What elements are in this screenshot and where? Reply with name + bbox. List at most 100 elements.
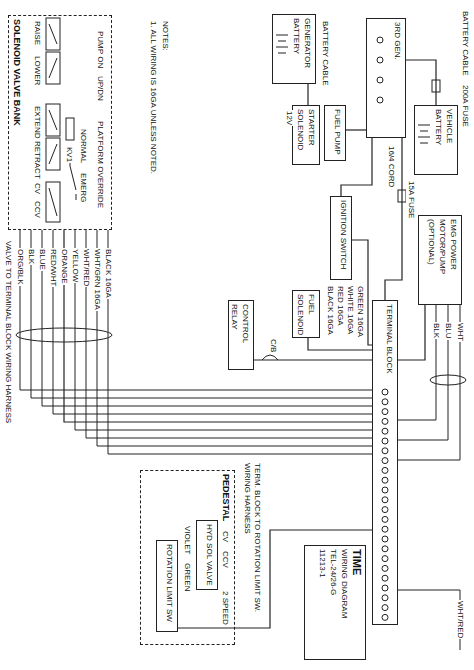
- wire-label: ORG/BLK: [15, 248, 25, 286]
- wire-label: PLATFORM OVERRIDE: [95, 120, 105, 209]
- wire-label: EMERG: [78, 172, 88, 203]
- battery-symbol: [418, 125, 430, 143]
- component-box: ROTATION LIMIT SW: [156, 540, 178, 632]
- terminal-screw: [382, 546, 388, 552]
- wire-label: GREEN: [182, 562, 192, 592]
- box-heading: FUEL SOLENOID: [295, 294, 317, 335]
- terminal-screw: [382, 477, 388, 483]
- wire-label: WHITE 16GA: [345, 285, 355, 335]
- wire-label: CV: [32, 182, 42, 195]
- wire-connector: [254, 359, 372, 360]
- wire-label: YELLOW: [70, 248, 80, 283]
- wire-label: RED 16GA: [335, 285, 345, 327]
- wire: [31, 230, 372, 398]
- battery-symbol: [276, 35, 288, 53]
- component-box: EMG POWER MOTOR/PUMP (OPTIONAL): [418, 215, 462, 305]
- pin-symbol: [377, 77, 383, 83]
- wire-label: NORMAL: [78, 128, 88, 164]
- connector-label: 16/4 CORD: [386, 145, 396, 188]
- wire-label: BLACK 16GA: [103, 248, 113, 299]
- wire-label: C/B: [268, 338, 278, 353]
- wire: [53, 230, 372, 414]
- wire: [398, 305, 460, 460]
- wire-label: 1. ALL WIRING IS 16GA UNLESS NOTED.: [148, 20, 158, 175]
- connector-label: VALVE TO TERMINAL BLOCK WIRING HARNESS: [3, 240, 13, 424]
- wire-label: BLK: [431, 322, 441, 339]
- wire-label: RAISE: [32, 20, 42, 46]
- wire-label: VIOLET: [182, 525, 192, 555]
- wire-connector: [308, 338, 372, 350]
- wire-label: BLU: [443, 322, 453, 340]
- terminal-screw: [382, 458, 388, 464]
- wire-label: LOWER: [32, 55, 42, 86]
- terminal-screw: [382, 507, 388, 513]
- box-heading: TIME: [350, 549, 363, 575]
- terminal-screw: [382, 585, 388, 591]
- box-heading: CONTROL RELAY: [229, 304, 251, 366]
- terminal-screw: [382, 487, 388, 493]
- wire-connector: [352, 240, 372, 345]
- wire-label: NOTES:: [160, 20, 170, 52]
- box-heading: VEHICLE BATTERY: [433, 109, 455, 171]
- wire-connector: [406, 60, 436, 105]
- box-heading: FUEL PUMP: [332, 109, 343, 155]
- switch-symbol: [70, 160, 76, 200]
- wire-label: WHT: [455, 322, 465, 342]
- wire: [108, 230, 372, 454]
- terminal-screw: [382, 516, 388, 522]
- valve-arrow: [49, 24, 57, 216]
- wire-label: UP/DN: [95, 75, 105, 102]
- component-box: 3RD GEN.: [366, 18, 406, 138]
- wire: [75, 230, 372, 430]
- wire-label: PUMP ON: [95, 30, 105, 69]
- terminal-screw: [382, 595, 388, 601]
- component-box: VEHICLE BATTERY: [414, 105, 458, 175]
- component-box: IGNITION SWITCH: [330, 196, 352, 280]
- terminal-screw: [382, 556, 388, 562]
- wire-label: KV1: [64, 146, 74, 163]
- wire-label: WHT/GRN 16GA: [92, 248, 102, 311]
- terminal-screw: [382, 497, 388, 503]
- wire-label: CCV: [32, 200, 42, 219]
- wire-label: CV: [220, 530, 230, 543]
- wire: [398, 305, 448, 440]
- wire-label: EXTEND: [32, 105, 42, 139]
- wire-label: 200A FUSE: [460, 84, 470, 128]
- component-box: HYD SOL VALVE: [196, 520, 218, 590]
- component-box: GENERATOR BATTERY: [272, 14, 316, 84]
- terminal-screw: [382, 409, 388, 415]
- component-box: CONTROL RELAY: [228, 300, 254, 370]
- box-heading: GENERATOR BATTERY: [291, 18, 313, 80]
- pin-symbol: [377, 97, 383, 103]
- box-heading: TERMINAL BLOCK: [384, 304, 395, 374]
- wire-label: CCV: [220, 550, 230, 569]
- wire-connector: [64, 230, 372, 422]
- terminal-screw: [382, 536, 388, 542]
- box-text: 11213-1: [317, 549, 328, 578]
- box-heading: EMG POWER MOTOR/PUMP (OPTIONAL): [426, 219, 459, 301]
- wire-label: RED/WHT: [48, 248, 58, 287]
- wire-connector: [346, 129, 366, 130]
- pin-symbol: [377, 37, 383, 43]
- wire-label: BLUE: [37, 248, 47, 271]
- wire-label: RETRACT: [32, 140, 42, 180]
- component-box: FUEL PUMP: [324, 105, 346, 161]
- wire-label: WHT/RED: [455, 600, 465, 639]
- box-heading: STARTER SOLENOID: [295, 109, 317, 161]
- wire-label: 12V: [284, 110, 294, 126]
- connector-label: BATTERY CABLE: [320, 20, 330, 86]
- wire-connector: [398, 305, 425, 360]
- box-heading: IGNITION SWITCH: [338, 200, 349, 269]
- wire-label: 15A FUSE: [406, 180, 416, 219]
- terminal-screw: [382, 526, 388, 532]
- terminal-screw: [382, 605, 388, 611]
- wire: [42, 230, 372, 406]
- box-heading: HYD SOL VALVE: [204, 524, 215, 586]
- title-block: TIMEWIRING DIAGRAMTEL-24/26-G11213-1: [304, 545, 366, 660]
- breaker-symbol: [262, 355, 278, 360]
- box-heading: 3RD GEN.: [392, 22, 403, 60]
- terminal-screw: [382, 448, 388, 454]
- relay-coil: [66, 118, 74, 140]
- terminal-screw: [382, 575, 388, 581]
